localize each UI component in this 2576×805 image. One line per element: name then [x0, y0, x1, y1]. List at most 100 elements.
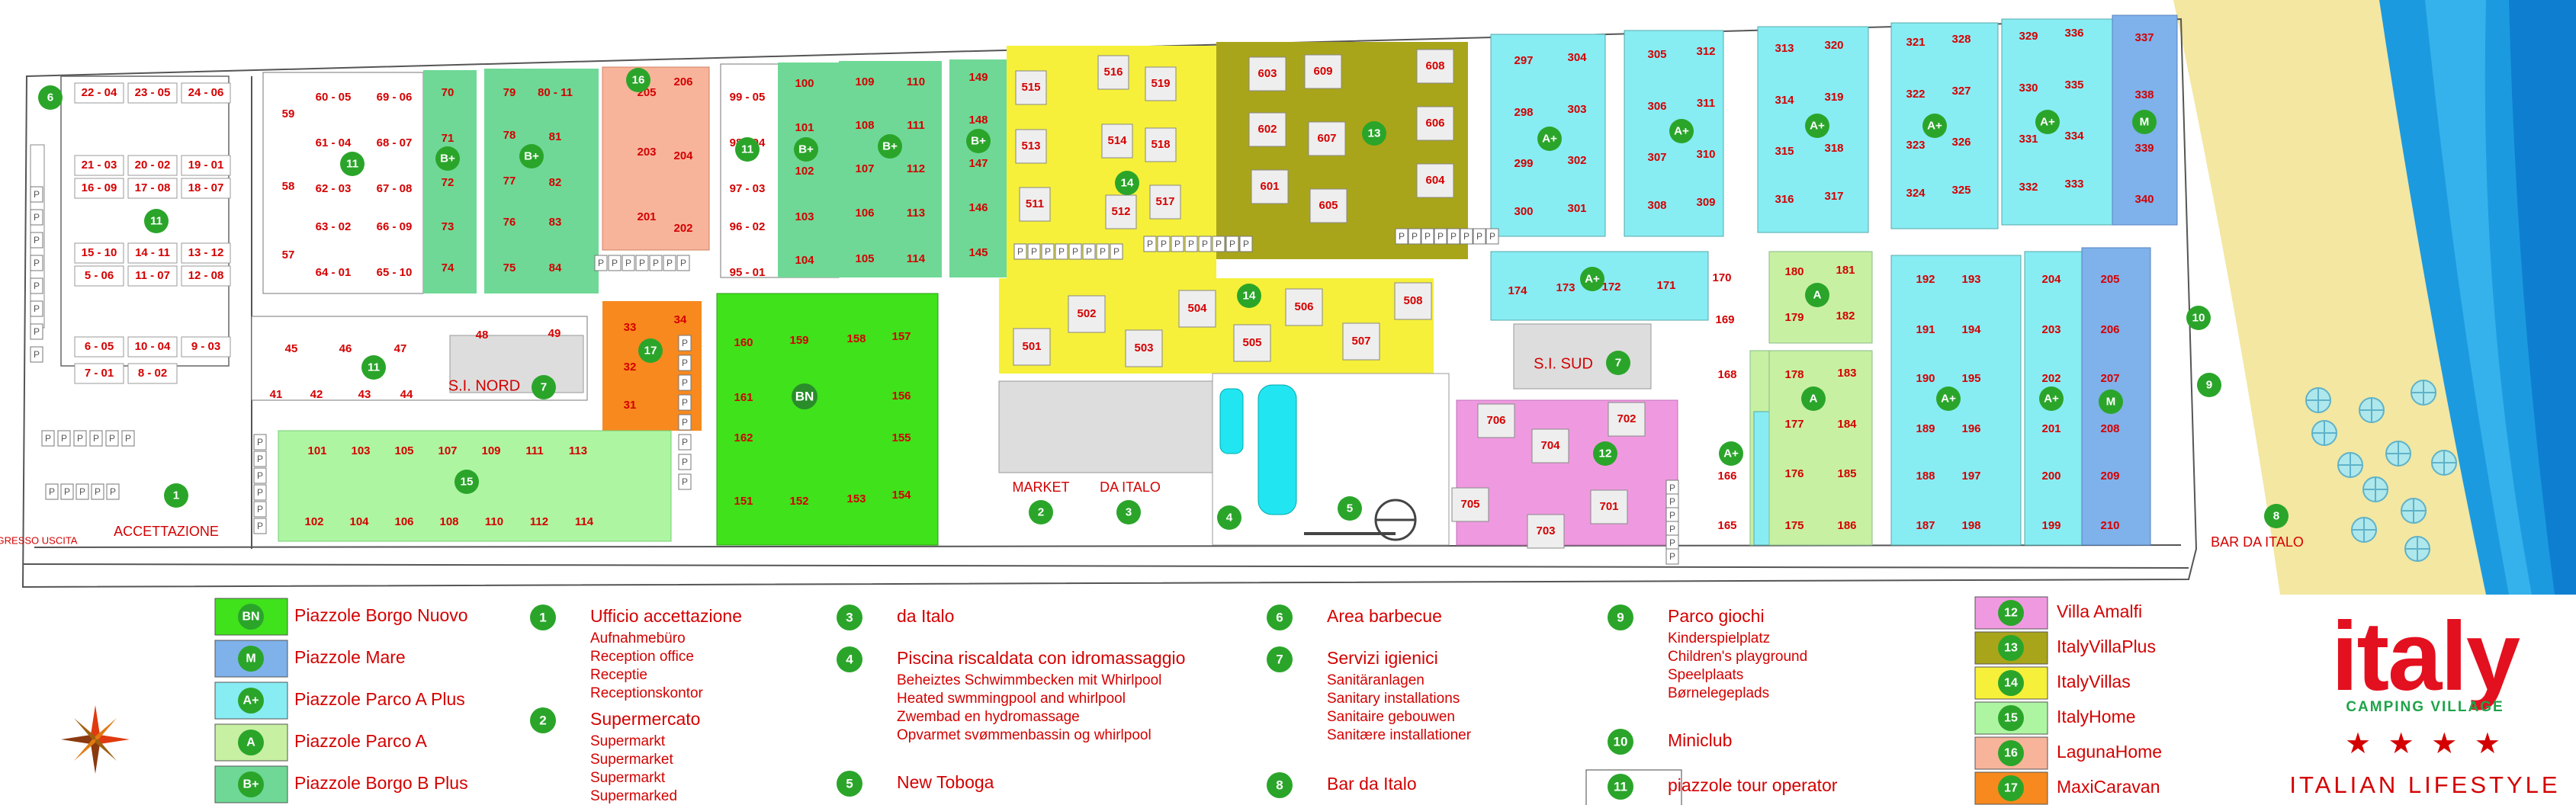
parking-icon: P [1665, 507, 1679, 524]
parking-icon: P [1665, 479, 1679, 496]
pitch-label: 207 [2100, 372, 2119, 385]
parking-icon: P [635, 255, 649, 271]
pitch-label: 506 [1294, 300, 1313, 313]
pitch-label: 21 - 03 [82, 159, 117, 172]
villa-unit [1608, 402, 1646, 437]
parking-icon: P [30, 300, 43, 317]
pitch-label: 508 [1403, 294, 1422, 307]
bn-marker: BN [792, 383, 817, 409]
pitch-box [127, 155, 178, 176]
pitch-label: 105 [394, 444, 413, 457]
svg-text:P: P [1100, 246, 1106, 257]
service-marker: A+ [1805, 114, 1829, 138]
service-marker: M [2132, 110, 2157, 134]
parking-icon: P [105, 430, 119, 447]
legend-service-line: Receptionskontor [590, 685, 704, 701]
service-marker: B+ [519, 144, 544, 168]
pitch-label: 107 [855, 162, 874, 175]
pitch-label: 607 [1317, 132, 1336, 145]
legend-badge: BN [238, 604, 264, 630]
pitch-label: 108 [439, 515, 458, 528]
svg-text:A+: A+ [2044, 393, 2059, 406]
pitch-box [74, 155, 124, 176]
parking-icon: P [253, 467, 267, 484]
svg-text:4: 4 [1226, 512, 1233, 524]
legend-service-title: Parco giochi [1668, 606, 1765, 626]
logo-sub: CAMPING VILLAGE [2346, 699, 2504, 715]
legend-label: ItalyVillaPlus [2057, 637, 2156, 656]
legend-label: LagunaHome [2057, 742, 2162, 762]
parking-icon: P [649, 255, 663, 271]
building-market [998, 380, 1213, 473]
pitch-label: 299 [1514, 157, 1533, 170]
service-marker: 11 [144, 209, 169, 233]
beach-umbrella-icon [2401, 498, 2427, 524]
service-marker: 17 [638, 338, 663, 363]
villa-unit [1285, 288, 1323, 326]
service-marker: B+ [435, 146, 460, 171]
pitch-label: 185 [1837, 467, 1856, 480]
svg-text:11: 11 [346, 158, 359, 171]
legend-service-title: piazzole tour operator [1668, 775, 1838, 795]
legend-service-title: Supermercato [590, 709, 700, 729]
pitch-zone-95-149 [720, 59, 1007, 278]
svg-text:P: P [682, 377, 688, 388]
pitch-box [127, 265, 178, 287]
pitch-label: 333 [2064, 178, 2083, 191]
pitch-box [127, 178, 178, 199]
pitch-box [181, 82, 231, 104]
pitch-label: 307 [1647, 151, 1666, 164]
pitch-box [127, 363, 178, 384]
svg-text:4: 4 [846, 653, 853, 667]
beach-umbrella-icon [2359, 397, 2385, 423]
villa-unit [1342, 322, 1380, 361]
villa-unit [1013, 328, 1051, 366]
pitch-label: 147 [968, 157, 988, 170]
svg-text:P: P [682, 338, 688, 348]
da-italo-label: DA ITALO [1100, 479, 1161, 495]
parking-icon: P [253, 451, 267, 467]
parking-icon: P [1395, 228, 1408, 245]
pitch-label: 201 [637, 210, 656, 223]
svg-text:B+: B+ [882, 140, 898, 153]
service-marker: 13 [1362, 121, 1386, 146]
svg-text:P: P [682, 437, 688, 447]
beach-umbrella-icon [2404, 536, 2430, 562]
svg-text:8: 8 [2273, 510, 2279, 523]
pitch-label: 300 [1514, 205, 1533, 218]
svg-text:14: 14 [1243, 290, 1256, 303]
legend-badge: 11 [1608, 774, 1633, 800]
legend-badge: 8 [1267, 772, 1293, 798]
pitch-label: 337 [2134, 31, 2154, 44]
pitch-label: 60 - 05 [316, 91, 352, 104]
parking-icon: P [1096, 243, 1110, 260]
legend-service-line: Supermarkt [590, 733, 666, 749]
service-marker: A+ [1719, 441, 1743, 466]
pitch-box [127, 336, 178, 358]
pitch-label: 63 - 02 [316, 220, 352, 233]
svg-text:P: P [1669, 483, 1675, 493]
pitch-label: 505 [1242, 336, 1261, 349]
pitch-label: 19 - 01 [188, 159, 224, 172]
svg-text:13: 13 [1368, 127, 1381, 140]
pitch-label: 319 [1824, 91, 1843, 104]
pitch-label: 20 - 02 [135, 159, 171, 172]
pitch-label: 318 [1824, 142, 1843, 155]
pitch-label: 174 [1508, 284, 1527, 297]
svg-text:1: 1 [173, 489, 180, 502]
svg-text:8: 8 [1276, 778, 1283, 793]
pitch-label: 503 [1134, 342, 1153, 354]
pitch-label: 62 - 03 [316, 182, 352, 195]
pitch-label: 507 [1351, 335, 1370, 348]
pitch-label: 46 [339, 342, 352, 355]
legend-badge: 7 [1267, 646, 1293, 672]
pitch-label: 190 [1916, 372, 1935, 385]
pitch-label: 203 [2041, 323, 2060, 336]
pitch-label: 157 [891, 330, 911, 343]
pitch-label: 109 [855, 75, 874, 88]
